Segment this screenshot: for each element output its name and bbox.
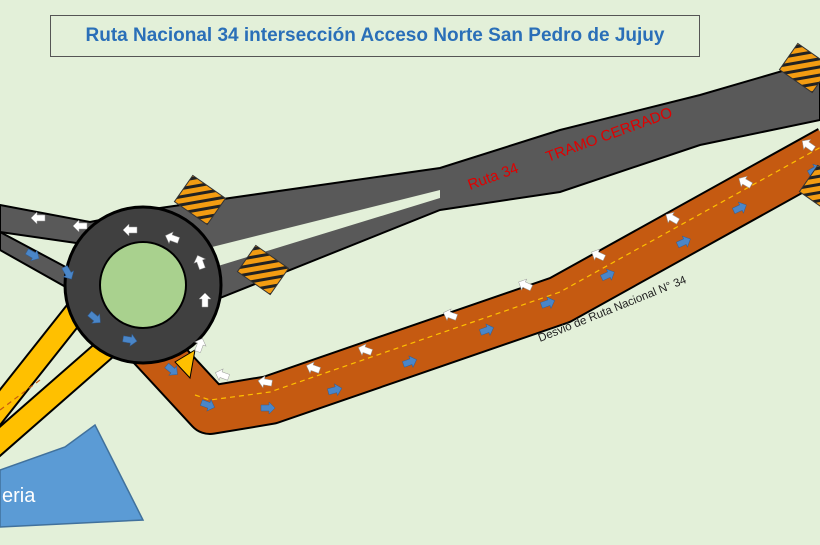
direction-arrow-icon	[198, 292, 212, 308]
direction-arrow-icon	[61, 265, 75, 280]
map-title: Ruta Nacional 34 intersección Acceso Nor…	[50, 15, 700, 57]
direction-arrow-icon	[122, 223, 138, 237]
direction-arrow-icon	[600, 268, 615, 282]
direction-arrow-icon	[738, 175, 753, 189]
direction-arrow-icon	[540, 296, 555, 309]
barrier-icon	[173, 174, 227, 226]
direction-arrow-icon	[402, 355, 417, 368]
direction-arrow-icon	[122, 333, 138, 347]
direction-arrow-icon	[443, 308, 458, 321]
roundabout-center	[99, 241, 187, 329]
direction-arrow-icon	[72, 219, 88, 233]
direction-arrow-icon	[306, 361, 321, 374]
barrier-icon	[778, 42, 820, 94]
direction-arrow-icon	[260, 401, 276, 415]
barrier-icon	[798, 164, 820, 216]
direction-arrow-icon	[358, 343, 373, 356]
direction-arrow-icon	[591, 248, 606, 262]
direction-arrow-icon	[676, 235, 691, 249]
direction-arrow-icon	[665, 211, 680, 225]
direction-arrow-icon	[257, 375, 273, 389]
direction-arrow-icon	[215, 368, 230, 381]
direction-arrow-icon	[193, 255, 206, 270]
direction-arrow-icon	[732, 201, 747, 215]
direction-arrow-icon	[164, 362, 178, 376]
direction-arrow-icon	[801, 139, 816, 152]
detour-road	[131, 128, 820, 435]
area-label: eria	[2, 485, 36, 507]
access-road	[0, 292, 118, 458]
direction-arrow-icon	[30, 211, 46, 225]
direction-arrow-icon	[518, 278, 533, 292]
direction-arrow-icon	[327, 383, 343, 397]
direction-arrow-icon	[194, 338, 207, 353]
direction-arrow-icon	[165, 231, 180, 244]
direction-arrow-icon	[25, 248, 40, 262]
direction-arrow-icon	[479, 323, 494, 336]
barrier-icon	[236, 244, 290, 296]
direction-arrow-icon	[87, 310, 101, 324]
area-polygon	[0, 423, 145, 528]
direction-arrow-icon	[200, 399, 215, 412]
